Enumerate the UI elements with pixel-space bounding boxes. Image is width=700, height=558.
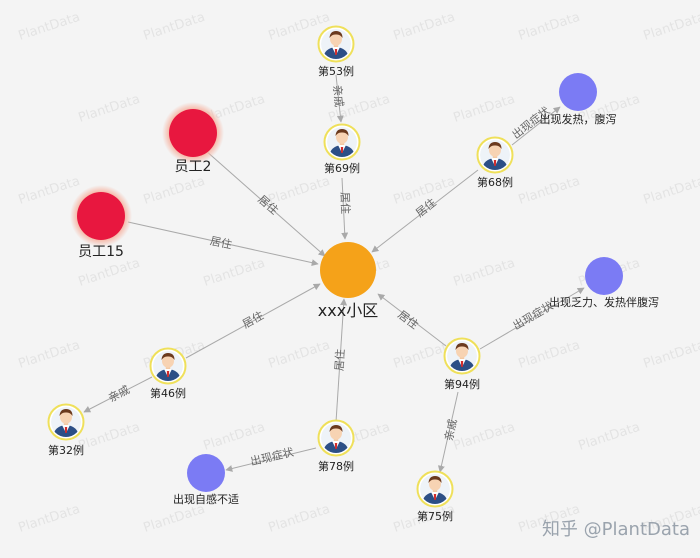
node-case-94[interactable]: 第94例 <box>444 339 480 392</box>
node-symptom-fever-diarrhea[interactable]: 出现发热，腹泻 <box>540 73 617 126</box>
watermark-text: PlantData <box>517 338 582 372</box>
node-symptom-fatigue-fever[interactable]: 出现乏力、发热伴腹泻 <box>549 257 659 309</box>
edge-p94-hub: 居住 <box>377 293 447 347</box>
node-employee-2[interactable]: 员工2 <box>162 102 224 175</box>
watermark-text: PlantData <box>452 92 517 126</box>
person-avatar-icon <box>445 339 480 374</box>
watermark-text: PlantData <box>452 256 517 290</box>
edge-label: 亲戚 <box>106 382 132 405</box>
node-label: xxx小区 <box>318 301 378 320</box>
person-avatar-icon <box>319 27 354 62</box>
edge-p78-sym3: 出现症状 <box>225 445 317 472</box>
edge-label: 居住 <box>209 233 233 251</box>
watermark-text: PlantData <box>642 338 700 372</box>
edge-emp15-hub: 居住 <box>127 221 319 267</box>
node-label: 第78例 <box>318 459 354 473</box>
node-case-32[interactable]: 第32例 <box>48 405 84 458</box>
edge-p46-p32: 亲戚 <box>83 376 153 413</box>
person-avatar-icon <box>49 405 84 440</box>
nodes: xxx小区 员工2 员工15 出现发热，腹泻 出现乏力、发热伴腹泻 出现自感不适 <box>48 27 659 524</box>
edge-label: 居住 <box>395 307 421 331</box>
node-label: 第32例 <box>48 443 84 457</box>
edge-p53-p69: 亲戚 <box>330 74 347 123</box>
watermark-text: PlantData <box>267 338 332 372</box>
watermark-text: PlantData <box>17 10 82 44</box>
person-avatar-icon <box>325 125 360 160</box>
node-case-46[interactable]: 第46例 <box>150 349 186 401</box>
node-case-68[interactable]: 第68例 <box>477 138 513 190</box>
watermark-text: PlantData <box>17 502 82 536</box>
node-symptom-unwell[interactable]: 出现自感不适 <box>173 454 239 506</box>
watermark-text: PlantData <box>17 174 82 208</box>
node-label: 出现自感不适 <box>173 492 239 506</box>
watermark-text: PlantData <box>77 92 142 126</box>
edge-label: 出现症状 <box>249 445 295 469</box>
node-label: 第75例 <box>417 509 453 523</box>
watermark-text: PlantData <box>77 256 142 290</box>
edge-p78-hub: 居住 <box>332 298 348 423</box>
person-avatar-icon <box>418 472 453 507</box>
node-label: 第53例 <box>318 64 354 78</box>
edge-label: 亲戚 <box>330 84 346 107</box>
watermark-text: PlantData <box>452 420 517 454</box>
edge-p69-hub: 居住 <box>338 177 353 240</box>
edge-label: 居住 <box>332 349 348 372</box>
node-label: 第46例 <box>150 386 186 400</box>
watermark-text: PlantData <box>142 502 207 536</box>
watermark-text: PlantData <box>577 420 642 454</box>
node-label: 第94例 <box>444 377 480 391</box>
node-label: 员工2 <box>175 159 212 175</box>
node-label: 第68例 <box>477 175 513 189</box>
edge-label: 居住 <box>240 308 266 331</box>
node-case-53[interactable]: 第53例 <box>318 27 354 79</box>
watermark-text: PlantData <box>517 10 582 44</box>
watermark-text: PlantData <box>642 10 700 44</box>
watermark-text: PlantData <box>267 502 332 536</box>
node-label: 第69例 <box>324 161 360 175</box>
node-label: 出现发热，腹泻 <box>540 112 617 126</box>
watermark-text: PlantData <box>642 174 700 208</box>
node-label: 员工15 <box>78 244 124 260</box>
person-avatar-icon <box>319 421 354 456</box>
watermark-text: PlantData <box>517 174 582 208</box>
watermark-text: PlantData <box>202 256 267 290</box>
node-case-75[interactable]: 第75例 <box>417 472 453 524</box>
credit-text: 知乎 @PlantData <box>542 519 690 540</box>
node-employee-15[interactable]: 员工15 <box>70 185 132 260</box>
node-label: 出现乏力、发热伴腹泻 <box>549 295 659 309</box>
person-avatar-icon <box>151 349 186 384</box>
edge-label: 亲戚 <box>441 418 459 442</box>
watermark-text: PlantData <box>202 420 267 454</box>
watermark-text: PlantData <box>142 174 207 208</box>
person-avatar-icon <box>478 138 513 173</box>
watermark-text: PlantData <box>77 420 142 454</box>
watermark-text: PlantData <box>142 10 207 44</box>
watermark-text: PlantData <box>392 10 457 44</box>
edge-p94-p75: 亲戚 <box>437 391 460 473</box>
node-hub-community[interactable]: xxx小区 <box>318 242 378 320</box>
node-case-69[interactable]: 第69例 <box>324 125 360 176</box>
node-case-78[interactable]: 第78例 <box>318 421 354 474</box>
edge-label: 居住 <box>338 192 353 214</box>
watermark-text: PlantData <box>17 338 82 372</box>
